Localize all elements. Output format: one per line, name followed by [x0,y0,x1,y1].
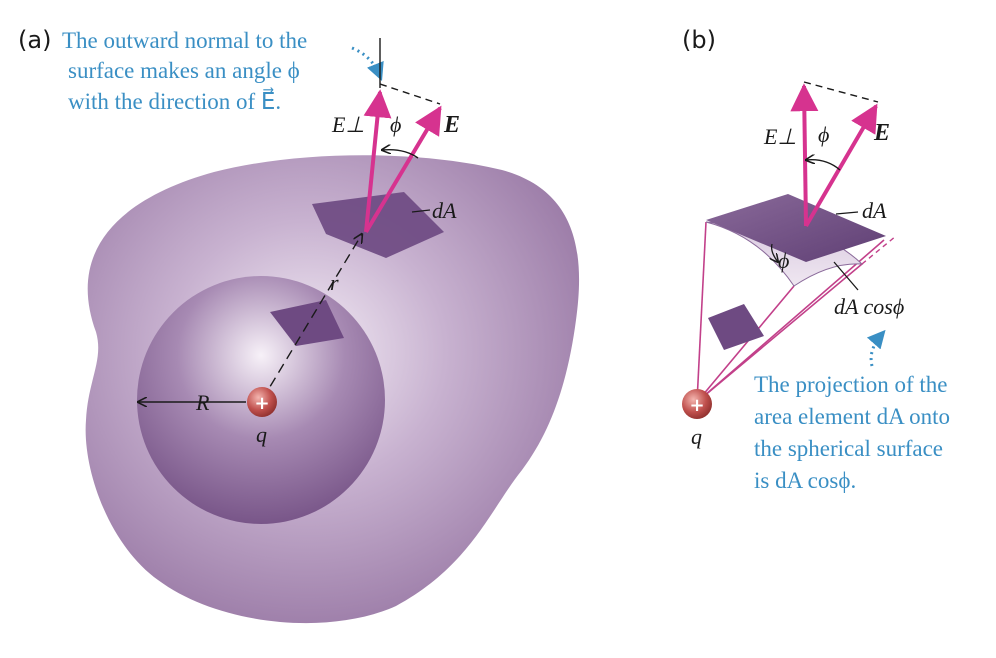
label-e-perp-b: E⊥ [763,124,797,149]
label-e-perp-a: E⊥ [331,112,365,137]
projection-rays [696,221,885,403]
label-q-b: q [691,424,702,449]
e-perp-arrow-a [363,89,392,233]
dA-leader-a [411,209,431,213]
phi-arc-inner-b [772,243,778,262]
label-dA-b: dA [862,198,887,223]
panel-a: (a) The outward normal to the surface ma… [18,26,580,624]
e-vector-arrow-b [804,103,878,228]
caption-b-pointer [866,329,886,367]
phi-arc-b [806,160,841,171]
caption-a-pointer [351,46,384,82]
dashed-projection-a [379,83,441,105]
panel-a-caption: The outward normal to the surface makes … [62,28,307,114]
caption-a-line-3: with the direction of E⃗. [68,87,281,114]
label-phi-b-inner: ϕ [778,248,789,273]
surface-patch-dA [312,192,444,258]
caption-b-line-2: area element dA onto [754,404,950,429]
label-phi-a: ϕ [390,112,401,137]
sphere-patch [270,300,344,346]
label-e-vec-b: E⃗ [873,120,909,146]
label-phi-b-top: ϕ [818,122,829,147]
panel-b-caption: The projection of the area element dA on… [754,372,950,493]
caption-a-line-1: The outward normal to the [62,28,307,53]
label-q-a: q [256,422,267,447]
charge-q-a [247,387,277,417]
charge-sign-b: + [689,395,704,416]
phi-arc-a [382,150,419,159]
caption-b-line-1: The projection of the [754,372,948,397]
small-patch-b [708,304,764,350]
caption-b-line-3: the spherical surface [754,436,943,461]
radius-r-line [261,234,362,401]
charge-sign-a: + [254,393,269,414]
e-perp-arrow-b [790,83,819,227]
caption-b-line-4: is dA cosϕ. [754,468,856,493]
caption-a-line-2: surface makes an angle ϕ [68,58,300,83]
dA-leader-b [835,211,859,215]
panel-b-label: (b) [682,26,716,54]
label-R: R [195,390,210,415]
charge-q-b [682,389,712,419]
label-dA-cos: dA cosϕ [834,294,904,319]
panel-a-label: (a) [18,26,51,54]
e-vector-arrow-a [364,105,442,234]
dashed-projection-b [803,81,879,103]
tilted-patch-dA-b [706,194,886,262]
label-e-vec-a: E⃗ [443,112,479,138]
label-r: r [330,270,339,295]
panel-b: (b) E⊥ ϕ E⃗ dA ϕ dA cosϕ [682,26,950,493]
ray-extension-b [861,235,897,265]
label-dA-a: dA [432,198,457,223]
dA-cos-leader [833,261,859,291]
